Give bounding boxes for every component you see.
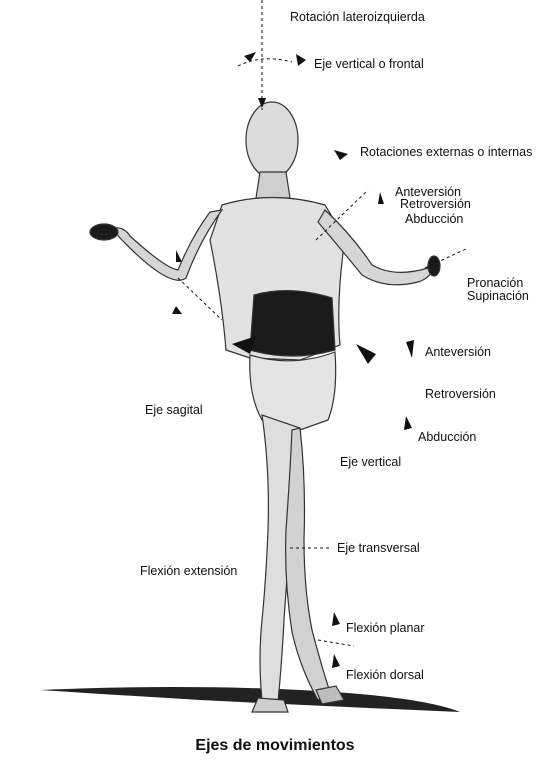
label-eje-vertical: Eje vertical: [340, 456, 401, 469]
figure-hand-right: [428, 256, 440, 276]
arrow-flexion-dorsal: [332, 654, 340, 668]
label-flexion-dorsal: Flexión dorsal: [346, 669, 424, 682]
arrow-rotation-right: [296, 54, 306, 66]
label-rotaciones-externas-internas: Rotaciones externas o internas: [360, 146, 532, 159]
label-retroversion-upper: Retroversión: [400, 198, 471, 211]
arrow-rotation-left: [244, 52, 256, 62]
axis-elbow-left: [178, 278, 222, 320]
figure-head: [246, 102, 298, 178]
arrow-elbow-left: [172, 306, 182, 314]
ground-shadow: [40, 687, 460, 712]
arrow-rotaciones: [334, 150, 348, 160]
label-rotacion-lateroizquierda: Rotación lateroizquierda: [290, 11, 425, 24]
figure-foot-left: [252, 698, 288, 712]
label-eje-sagital: Eje sagital: [145, 404, 203, 417]
arrow-shoulder-left: [176, 250, 182, 262]
figure-hand-left: [90, 224, 118, 240]
arrow-anteversion-lower: [406, 340, 414, 358]
figure-arm-left: [112, 210, 222, 280]
figure-leg-right: [286, 428, 330, 700]
label-flexion-extension: Flexión extensión: [140, 565, 237, 578]
label-flexion-planar: Flexión planar: [346, 622, 425, 635]
label-eje-vertical-frontal: Eje vertical o frontal: [314, 58, 424, 71]
axis-ankle: [318, 640, 354, 646]
label-retroversion-lower: Retroversión: [425, 388, 496, 401]
label-anteversion-lower: Anteversión: [425, 346, 491, 359]
figure-neck: [256, 172, 290, 198]
label-supinacion: Supinación: [467, 290, 529, 303]
rotation-ellipse: [238, 59, 292, 66]
arrow-flexion-planar: [332, 612, 340, 626]
label-eje-transversal: Eje transversal: [337, 542, 420, 555]
label-abduccion-upper: Abducción: [405, 213, 463, 226]
figure-caption: Ejes de movimientos: [0, 737, 550, 755]
arrow-hip-right: [356, 344, 376, 364]
figure-garment: [250, 291, 335, 356]
label-abduccion-lower: Abducción: [418, 431, 476, 444]
figure-foot-right: [316, 686, 344, 704]
arrow-anteversion-upper: [378, 192, 384, 204]
arrow-abduction-lower: [404, 416, 412, 430]
